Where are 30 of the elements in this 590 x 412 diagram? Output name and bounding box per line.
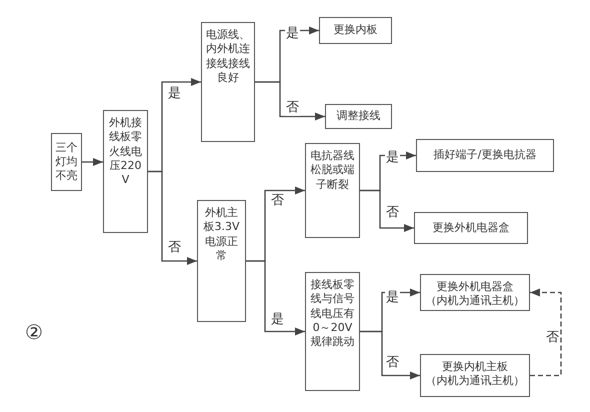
edge-label: 否 (385, 355, 400, 371)
process-box: 三个灯均不亮 (51, 133, 82, 191)
arrow (360, 330, 420, 380)
edge-label: 否 (285, 100, 300, 116)
arrow (148, 170, 197, 265)
process-box: 更换外机电器盒 （内机为通讯主机） (420, 274, 530, 311)
arrow (246, 260, 305, 336)
process-box: 接线板零线与信号线电压有0～20V规律跳动 (305, 272, 360, 391)
edge-label: 否 (270, 193, 285, 209)
process-box: 电抗器线松脱或端子断裂 (305, 143, 360, 238)
edge-label: 否 (545, 330, 560, 346)
edge-label: 否 (167, 240, 182, 256)
edge-label: 是 (167, 86, 182, 102)
edge-label: 是 (385, 290, 400, 306)
process-box: 外机主板3.3V电源正常 (197, 200, 246, 322)
arrow (82, 158, 103, 166)
process-box: 更换内板 (319, 17, 392, 44)
process-box: 调整接线 (325, 104, 392, 129)
process-box: 外机接线板零火线电压220V (103, 110, 148, 233)
dashed-arrow (530, 288, 562, 376)
edge-label: 否 (385, 205, 400, 221)
process-box: 电源线、内外机连接线接线良好 (201, 22, 255, 142)
process-box: 插好端子/更换电抗器 (416, 139, 554, 172)
edge-label: 是 (385, 150, 400, 166)
arrow (360, 190, 414, 232)
edge-label: 是 (270, 312, 285, 328)
process-box: 更换内机主板 （内机为通讯主机） (420, 354, 530, 397)
arrow (255, 81, 325, 120)
process-box: 更换外机电器盒 (414, 212, 528, 244)
edge-label: 是 (285, 26, 300, 42)
